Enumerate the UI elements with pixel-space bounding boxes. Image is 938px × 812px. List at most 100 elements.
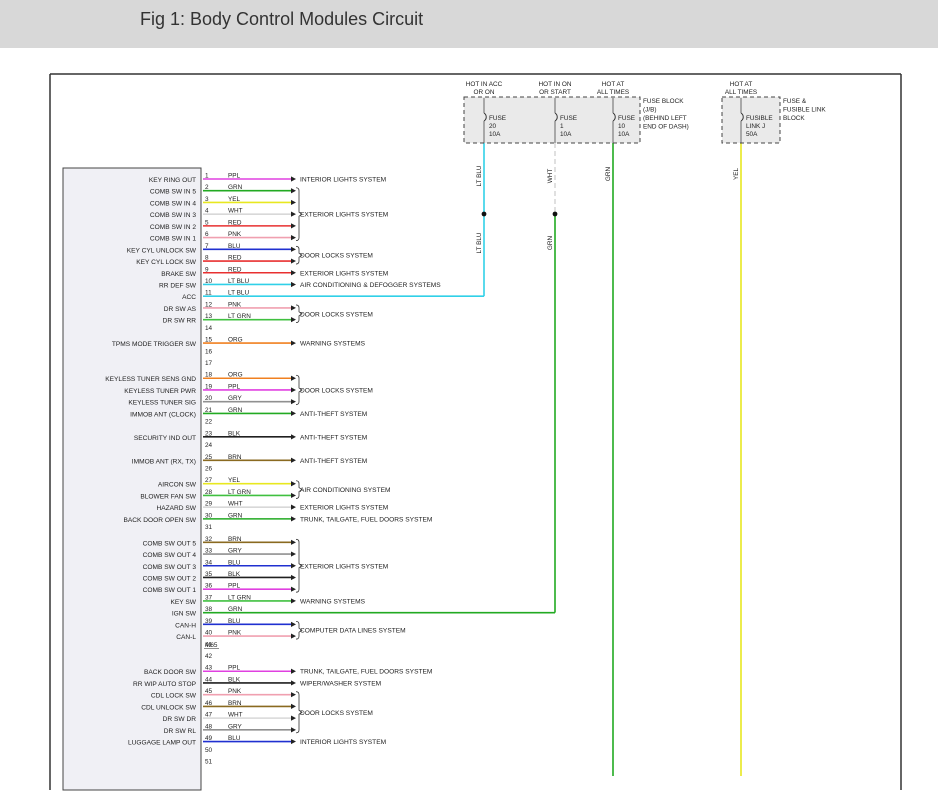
supply-0-heading-line-1: OR ON <box>474 89 495 96</box>
destination-label-9: ANTI-THEFT SYSTEM <box>300 434 367 441</box>
pin-49-number: 49 <box>205 735 213 742</box>
pin-43-wire-color: PPL <box>228 665 241 672</box>
supply-1-fuse-symbol <box>554 112 558 122</box>
pin-20-arrow <box>291 399 296 405</box>
pin-39-number: 39 <box>205 618 213 625</box>
destination-label-15: WARNING SYSTEMS <box>300 598 366 605</box>
pin-8-arrow <box>291 258 296 264</box>
supply-0-wire-top-color: LT BLU <box>476 165 483 186</box>
pin-4-function-label: COMB SW IN 3 <box>150 212 196 219</box>
pin-21-function-label: IMMOB ANT (CLOCK) <box>130 411 196 418</box>
pin-6-arrow <box>291 235 296 241</box>
pin-18-function-label: KEYLESS TUNER SENS GND <box>105 376 196 383</box>
pin-21-wire-color: GRN <box>228 407 243 414</box>
pin-9-arrow <box>291 270 296 276</box>
pin-29-function-label: HAZARD SW <box>156 505 196 512</box>
destination-label-19: DOOR LOCKS SYSTEM <box>300 710 373 717</box>
connector-id: M65 <box>205 642 218 649</box>
pin-3-number: 3 <box>205 196 209 203</box>
pin-19-number: 19 <box>205 383 213 390</box>
supply-1-fuse-line-0: FUSE <box>560 115 577 122</box>
supply-0-splice <box>481 211 487 217</box>
pin-10-number: 10 <box>205 278 213 285</box>
pin-4-number: 4 <box>205 208 209 215</box>
fuse-block-0-line-2: (BEHIND LEFT <box>643 115 687 122</box>
pin-37-number: 37 <box>205 594 213 601</box>
pin-38-wire-color: GRN <box>228 606 243 613</box>
supply-0-fuse-line-1: 20 <box>489 123 497 130</box>
pin-23-number: 23 <box>205 430 213 437</box>
pin-1-arrow <box>291 176 296 182</box>
fusible-link-block-box <box>721 96 781 144</box>
supply-3-fuse-line-1: LINK J <box>746 123 765 130</box>
pin-45-function-label: CDL LOCK SW <box>151 693 197 700</box>
supply-3-heading-line-1: ALL TIMES <box>725 89 757 96</box>
supply-0-fuse-line-2: 10A <box>489 131 501 138</box>
pin-32-function-label: COMB SW OUT 5 <box>143 540 197 547</box>
destination-label-12: EXTERIOR LIGHTS SYSTEM <box>300 505 388 512</box>
pin-13-wire-color: LT GRN <box>228 313 251 320</box>
fuse-block-0-line-3: END OF DASH) <box>643 124 689 131</box>
body-control-module-box <box>62 167 202 791</box>
pin-8-number: 8 <box>205 255 209 262</box>
pin-24-number: 24 <box>205 442 213 449</box>
pin-40-number: 40 <box>205 630 213 637</box>
pin-37-function-label: KEY SW <box>170 599 196 606</box>
destination-label-17: TRUNK, TAILGATE, FUEL DOORS SYSTEM <box>300 669 432 676</box>
pin-6-function-label: COMB SW IN 1 <box>150 236 196 243</box>
destination-bracket-7 <box>295 374 303 406</box>
pin-27-function-label: AIRCON SW <box>158 482 197 489</box>
pin-36-arrow <box>291 586 296 592</box>
pin-44-arrow <box>291 680 296 686</box>
pin-29-number: 29 <box>205 501 213 508</box>
pin-19-wire-color: PPL <box>228 383 241 390</box>
pin-18-arrow <box>291 375 296 381</box>
destination-label-14: EXTERIOR LIGHTS SYSTEM <box>300 563 388 570</box>
pin-32-arrow <box>291 539 296 545</box>
supply-1-fuse-line-2: 10A <box>560 131 572 138</box>
pin-34-number: 34 <box>205 559 213 566</box>
supply-1-heading-line-1: OR START <box>539 89 571 96</box>
supply-3-fuse-line-0: FUSIBLE <box>746 115 773 122</box>
pin-15-function-label: TPMS MODE TRIGGER SW <box>112 341 197 348</box>
destination-bracket-2 <box>295 245 303 265</box>
fuse-block-1-line-2: BLOCK <box>783 115 805 122</box>
pin-46-function-label: CDL UNLOCK SW <box>141 704 196 711</box>
pin-38-number: 38 <box>205 606 213 613</box>
pin-20-number: 20 <box>205 395 213 402</box>
pin-1-wire-color: PPL <box>228 173 241 180</box>
supply-3-fuse-line-2: 50A <box>746 131 758 138</box>
pin-31-number: 31 <box>205 524 213 531</box>
pin-28-arrow <box>291 492 296 499</box>
supply-2-heading-line-0: HOT AT <box>602 81 625 88</box>
pin-2-function-label: COMB SW IN 5 <box>150 189 196 196</box>
pin-4-wire-color: WHT <box>228 208 243 215</box>
pin-18-wire-color: ORG <box>228 372 243 379</box>
pin-7-function-label: KEY CYL UNLOCK SW <box>127 247 197 254</box>
destination-label-3: EXTERIOR LIGHTS SYSTEM <box>300 270 388 277</box>
fuse-block-0-line-0: FUSE BLOCK <box>643 98 684 105</box>
pin-33-function-label: COMB SW OUT 4 <box>143 552 197 559</box>
pin-1-number: 1 <box>205 173 209 180</box>
pin-43-arrow <box>291 668 296 674</box>
destination-label-7: DOOR LOCKS SYSTEM <box>300 387 373 394</box>
pin-41-number: 41 <box>205 641 213 648</box>
pin-1-function-label: KEY RING OUT <box>149 177 196 184</box>
pin-5-number: 5 <box>205 219 209 226</box>
pin-46-arrow <box>291 703 296 709</box>
pin-46-number: 46 <box>205 700 213 707</box>
supply-0-wire-bottom-color: LT BLU <box>476 232 483 253</box>
pin-37-wire-color: LT GRN <box>228 594 251 601</box>
supply-2-fuse-symbol <box>612 112 616 122</box>
destination-label-8: ANTI-THEFT SYSTEM <box>300 411 367 418</box>
pin-3-arrow <box>291 199 296 206</box>
pin-49-wire-color: BLU <box>228 735 241 742</box>
pin-45-arrow <box>291 692 296 698</box>
pin-42-number: 42 <box>205 653 213 660</box>
pin-27-arrow <box>291 481 296 487</box>
pin-26-number: 26 <box>205 466 213 473</box>
pin-40-arrow <box>291 633 296 639</box>
pin-51-number: 51 <box>205 759 213 766</box>
